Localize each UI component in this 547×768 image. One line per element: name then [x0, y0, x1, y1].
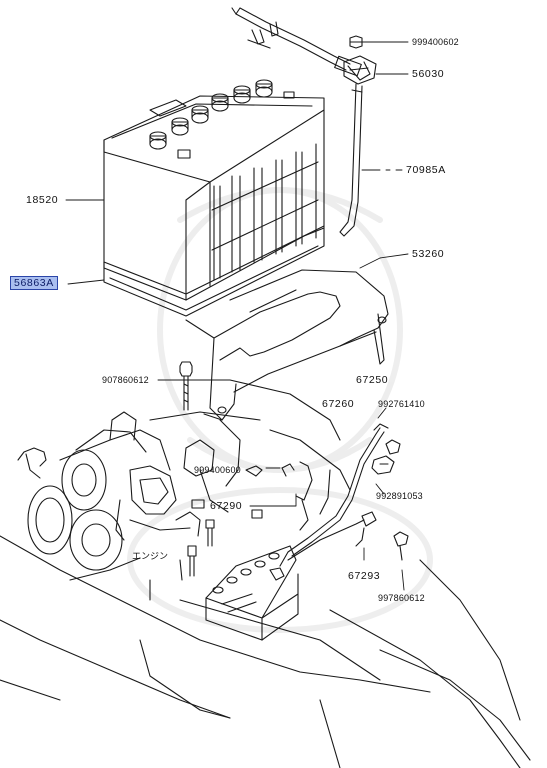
label-53260[interactable]: 53260: [412, 248, 445, 260]
tray-56863a: [103, 225, 325, 317]
label-67293[interactable]: 67293: [348, 570, 381, 582]
watermark-strip: [533, 0, 547, 768]
label-992761410[interactable]: 992761410: [378, 399, 425, 409]
label-67250[interactable]: 67250: [356, 374, 389, 386]
engine-bay: [17, 379, 351, 601]
watermark-emblem: [127, 187, 433, 633]
label-18520[interactable]: 18520: [26, 194, 59, 206]
battery-18520: [103, 79, 325, 301]
label-engine-jp: エンジン: [132, 551, 169, 561]
bolt-907860612: [179, 361, 193, 411]
bolt-997860612: [393, 531, 409, 561]
label-907860612[interactable]: 907860612: [102, 375, 149, 385]
nut-999400602: [349, 35, 363, 49]
label-67260[interactable]: 67260: [322, 398, 355, 410]
hold-down-clamp: [231, 7, 371, 81]
bracket-56030: [343, 55, 377, 85]
label-999400602[interactable]: 999400602: [412, 37, 459, 47]
label-992891053[interactable]: 992891053: [376, 491, 423, 501]
leader-lines: [65, 41, 409, 591]
label-56030[interactable]: 56030: [412, 68, 445, 80]
label-56863a-highlighted[interactable]: 56863A: [10, 276, 58, 290]
label-999400600[interactable]: 999400600: [194, 465, 241, 475]
label-70985a[interactable]: 70985A: [406, 164, 446, 176]
body-panels: [0, 535, 531, 768]
bracket-53260: [185, 269, 389, 421]
battery-cables: [279, 423, 389, 567]
j-bolt-70985a: [339, 83, 363, 237]
cable-clips: [371, 439, 401, 475]
installed-battery: [205, 545, 299, 641]
label-997860612[interactable]: 997860612: [378, 593, 425, 603]
label-67290[interactable]: 67290: [210, 500, 243, 512]
